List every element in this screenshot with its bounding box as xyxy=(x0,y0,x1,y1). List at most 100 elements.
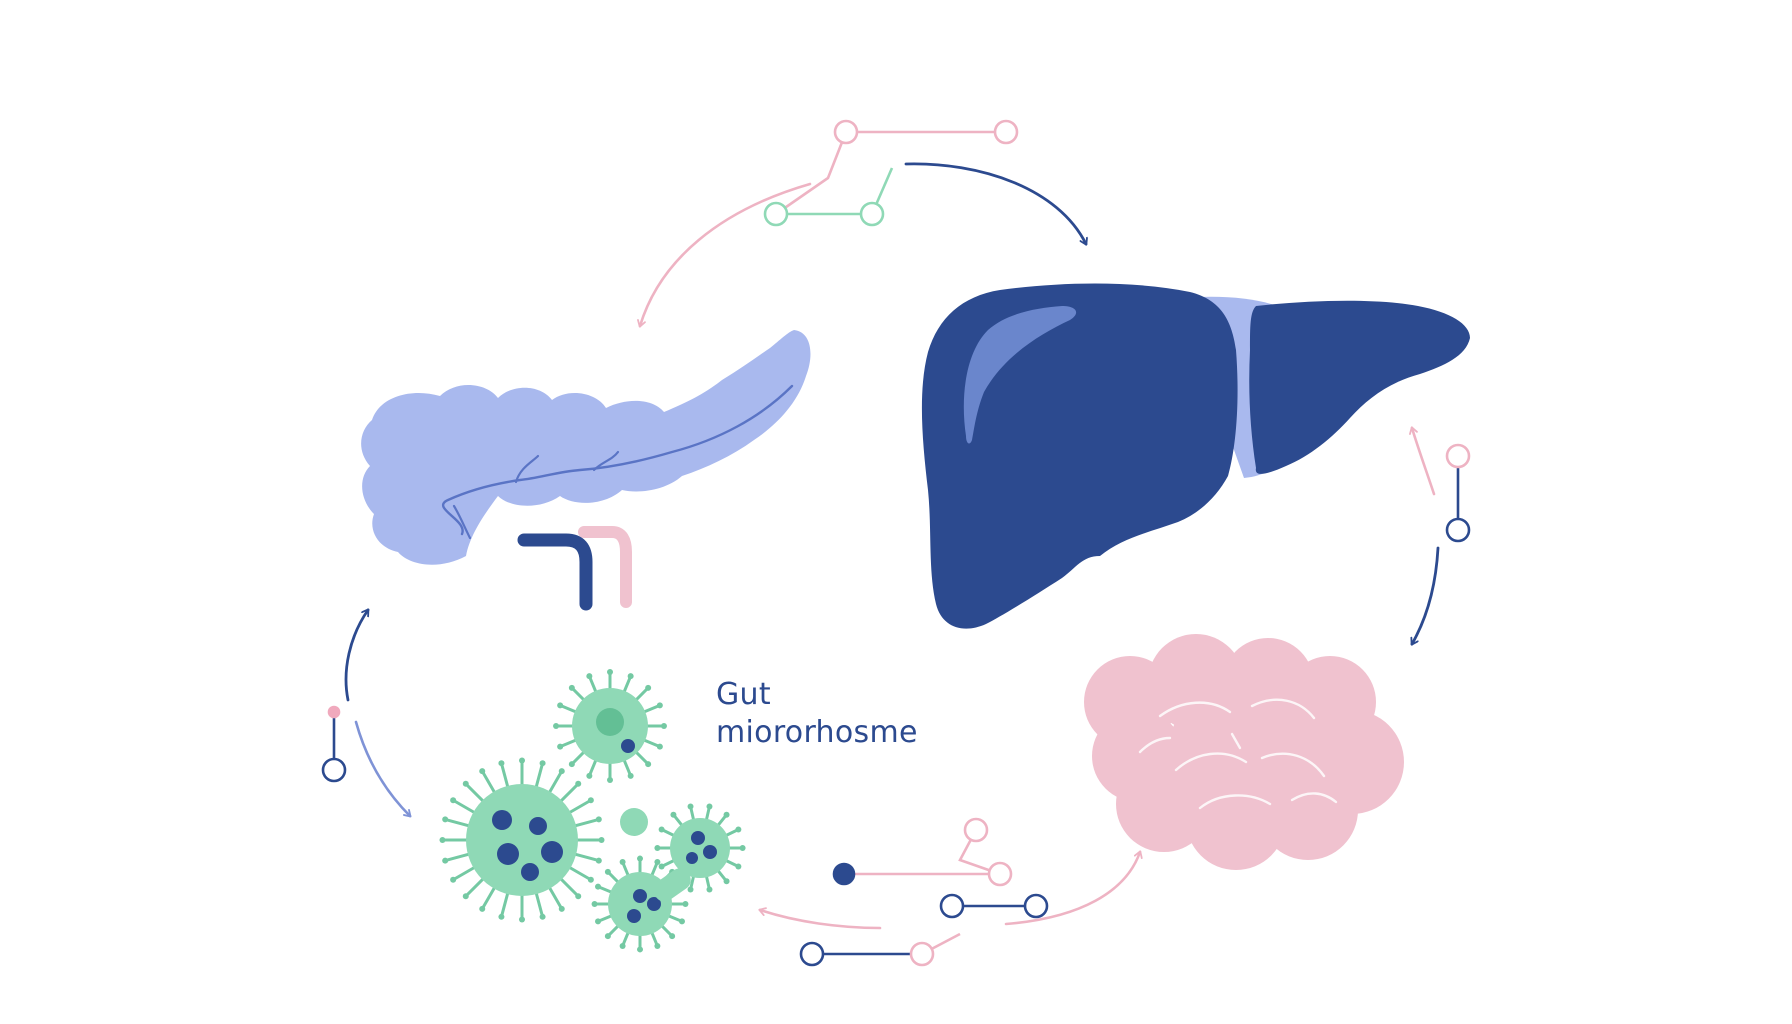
microbe-spike-tip xyxy=(557,743,564,750)
microbe-spike-tip xyxy=(595,816,602,823)
arrow-icon xyxy=(344,610,370,702)
arrow-icon xyxy=(904,162,1086,244)
microbe-spike-tip xyxy=(450,797,457,804)
microbe-spike-tip xyxy=(558,768,565,775)
microbe-spike-tip xyxy=(637,855,643,862)
microbe-spike-tip xyxy=(627,673,634,680)
microbe-spike xyxy=(534,761,545,790)
microbe-spike-tip xyxy=(735,863,742,870)
gut-microbes xyxy=(439,669,746,953)
microbe-spike-tip xyxy=(498,913,505,920)
microbe-spike-tip xyxy=(682,901,689,907)
microbe-spike-tip xyxy=(595,883,602,890)
microbe-spike xyxy=(451,865,477,882)
microbe-spike-tip xyxy=(607,669,613,676)
gut-microbiome-label: Gut miororhosme xyxy=(716,676,918,752)
microbe-spike-tip xyxy=(462,780,469,787)
adipose-tissue-icon xyxy=(1084,634,1404,870)
microbe-spike xyxy=(558,782,580,804)
microbe-spike-tip xyxy=(654,942,661,949)
microbe-spike-tip xyxy=(575,780,582,787)
microbe-spike-tip xyxy=(660,723,667,729)
microbe-spike xyxy=(534,890,545,919)
microbe-nucleus xyxy=(686,852,698,864)
microbe-spike-tip xyxy=(654,859,661,866)
arrow-icon xyxy=(1412,546,1440,644)
microbe-spike-tip xyxy=(637,946,643,953)
microbe-spike-tip xyxy=(568,761,575,768)
microbe-spike-tip xyxy=(586,673,593,680)
microbe-spike-tip xyxy=(519,916,525,923)
gut-label-line-1: Gut xyxy=(716,677,771,712)
right-molecule-icon xyxy=(1445,443,1471,543)
microbe-nucleus xyxy=(621,739,635,753)
gut-label-line-2: miororhosme xyxy=(716,715,918,750)
microbe-spike-tip xyxy=(587,876,594,883)
microbe-spike xyxy=(480,885,497,911)
top-molecule-icon xyxy=(763,119,1019,227)
microbe-spike-tip xyxy=(598,837,605,843)
microbe-spike-tip xyxy=(670,811,677,818)
microbe-spike xyxy=(451,798,477,815)
microbe-spike xyxy=(443,817,472,828)
microbe-spike-tip xyxy=(619,859,626,866)
arrow-icon xyxy=(1412,428,1436,496)
microbe-spike-tip xyxy=(607,776,613,783)
arrow-icon xyxy=(760,910,882,930)
microbe-spike xyxy=(464,782,486,804)
microbe-spike-tip xyxy=(539,913,546,920)
microbe-spike-tip xyxy=(519,757,525,764)
microbe-spike-tip xyxy=(735,826,742,833)
microbe-body xyxy=(670,818,730,878)
microbe-bridge xyxy=(653,868,691,902)
gut-microbe-icon xyxy=(553,669,667,783)
microbe-nucleus xyxy=(647,897,661,911)
microbe-nucleus xyxy=(521,863,539,881)
arrow-icon xyxy=(1004,852,1140,926)
microbe-spike-tip xyxy=(498,760,505,767)
microbe-spike-tip xyxy=(479,905,486,912)
microbe-spike-tip xyxy=(595,857,602,864)
bottom-molecule-icon xyxy=(799,817,1049,967)
gut-microbe-icon xyxy=(439,757,605,923)
microbe-spike-tip xyxy=(568,684,575,691)
microbe-spike-tip xyxy=(604,868,611,875)
microbe-nucleus xyxy=(541,841,563,863)
microbe-spike-tip xyxy=(539,760,546,767)
microbe-nucleus xyxy=(529,817,547,835)
microbe-spike-tip xyxy=(706,803,713,810)
microbe-spike-tip xyxy=(575,893,582,900)
microbe-spike-tip xyxy=(656,702,663,709)
microbe-spike xyxy=(567,865,593,882)
microbe-nucleus xyxy=(492,810,512,830)
microbe-spike xyxy=(558,876,580,898)
microbe-spike xyxy=(547,769,564,795)
microbe-spike-tip xyxy=(723,811,730,818)
microbe-spike xyxy=(572,817,601,828)
adipose-texture xyxy=(1138,698,1338,810)
microbe-spike-tip xyxy=(687,803,694,810)
microbe-spike-tip xyxy=(442,857,449,864)
microbe-spike-tip xyxy=(479,768,486,775)
microbe-spike xyxy=(572,852,601,863)
microbe-spike-tip xyxy=(656,743,663,750)
microbe-spike-tip xyxy=(669,933,676,940)
microbe-spike-tip xyxy=(654,845,661,851)
pancreas-icon xyxy=(361,330,811,611)
small-microbe-icon xyxy=(620,808,648,836)
microbe-spike-tip xyxy=(706,886,713,893)
gut-microbe-icon xyxy=(591,855,689,953)
microbe-spike xyxy=(567,798,593,815)
microbe-spike-tip xyxy=(587,797,594,804)
arrow-icon xyxy=(640,182,812,326)
microbe-spike-tip xyxy=(450,876,457,883)
microbe-spike-tip xyxy=(619,942,626,949)
microbe-spike-tip xyxy=(442,816,449,823)
microbe-spike-tip xyxy=(595,918,602,925)
microbe-nucleus xyxy=(703,845,717,859)
microbe-spike-tip xyxy=(627,772,634,779)
microbe-nucleus xyxy=(627,909,641,923)
microbe-spike xyxy=(464,876,486,898)
